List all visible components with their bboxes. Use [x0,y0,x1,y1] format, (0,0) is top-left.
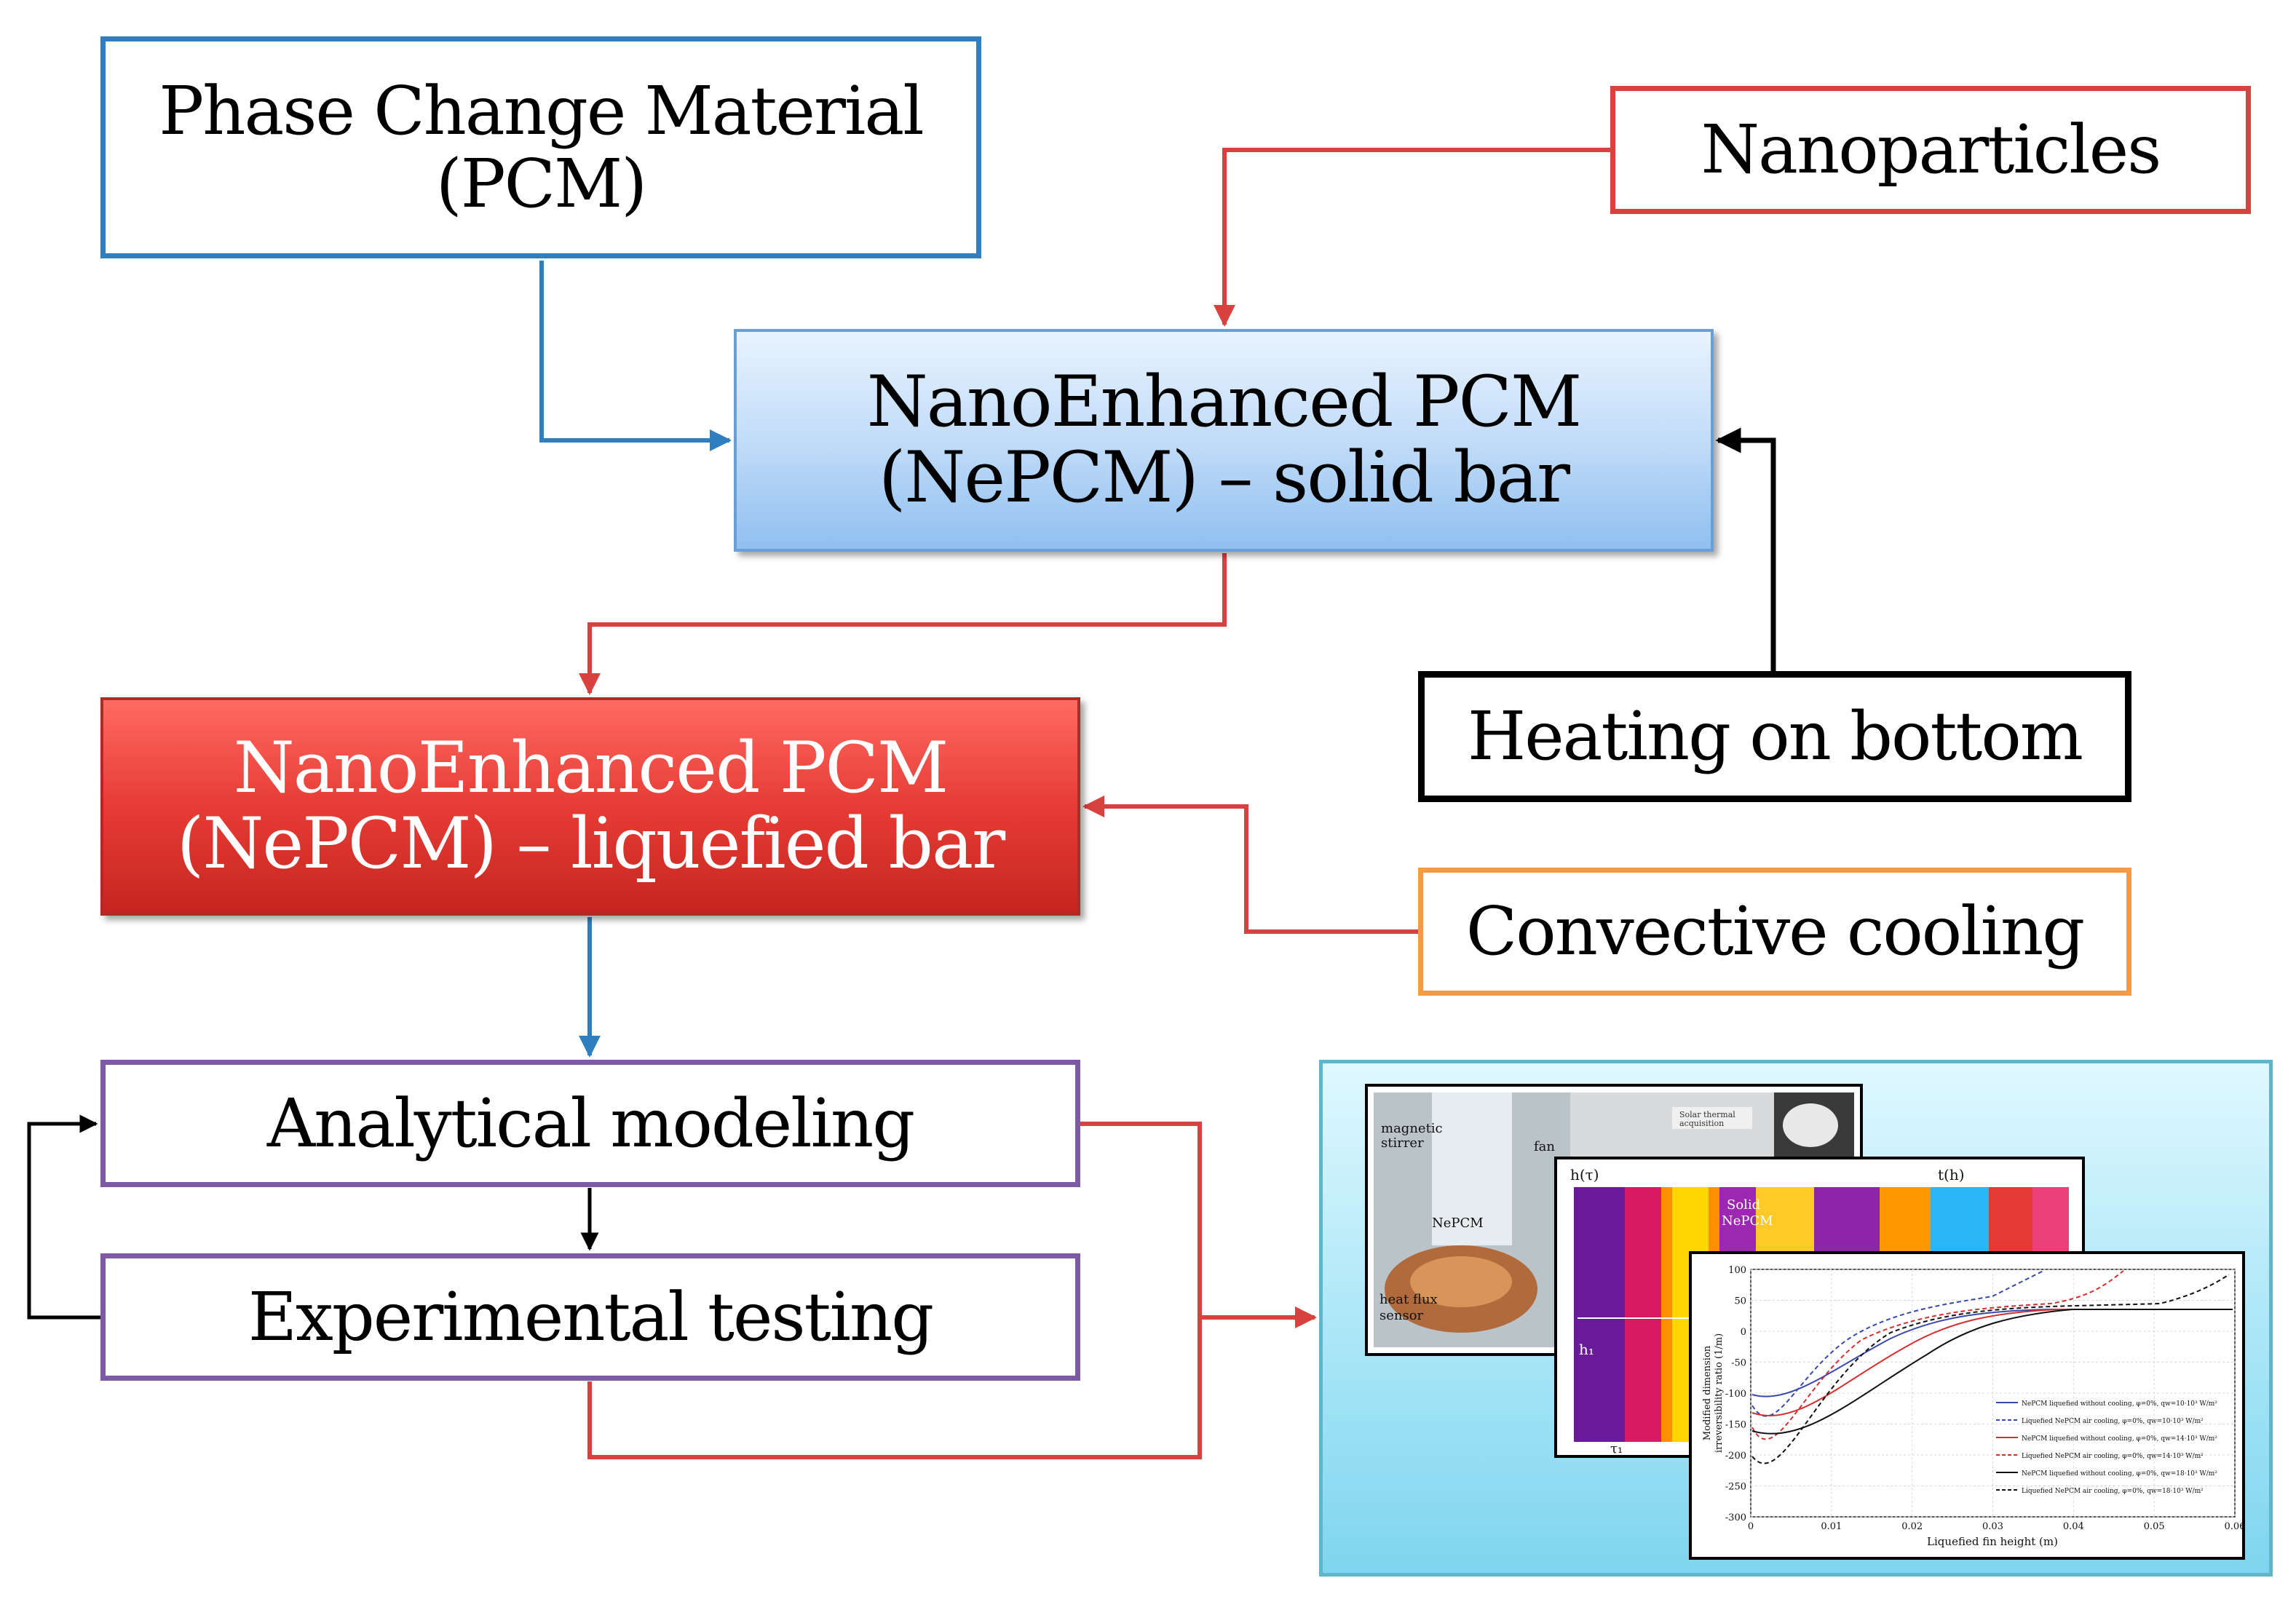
plot-legend-label: NePCM liquefied without cooling, φ=0%, q… [2022,1470,2217,1478]
thermal-label-tau1: τ₁ [1610,1441,1623,1456]
plot-curve [1751,1309,2233,1416]
nanoparticles-box: Nanoparticles [1610,86,2251,214]
plot-y-tick-label: -300 [1725,1512,1746,1523]
arrow-solid-to-liquefied [579,553,1227,695]
arrow-pcm-to-solid [539,261,732,451]
cooling-label: Convective cooling [1465,892,2085,971]
heating-label: Heating on bottom [1467,697,2083,776]
plot-y-tick-label: -100 [1725,1389,1746,1400]
photo-label-fan: fan [1534,1139,1555,1154]
solid-bar-box: NanoEnhanced PCM (NePCM) – solid bar [734,329,1714,552]
arrow-cooling-to-liquefied [1082,796,1418,934]
photo-label-sensor: sensor [1379,1308,1424,1323]
plot-ylabel-line1: Modified dimension [1702,1345,1713,1440]
plot-y-tick-label: 100 [1728,1265,1746,1276]
thermal-label-h-tau: h(τ) [1570,1166,1599,1183]
plot-y-tick-label: 50 [1734,1296,1746,1307]
photo-label-acquisition: acquisition [1679,1119,1724,1128]
experimental-testing-box: Experimental testing [100,1253,1080,1381]
arrow-heating-to-solid [1715,427,1776,671]
liquefied-bar-box: NanoEnhanced PCM (NePCM) – liquefied bar [100,697,1080,916]
plot-y-ticks: 100 50 0 -50 -100 -150 -200 -250 -300 [1725,1265,1746,1523]
plot-curve [1751,1309,2233,1435]
nanoparticles-label: Nanoparticles [1701,111,2162,189]
plot-y-tick-label: 0 [1741,1327,1746,1338]
solid-bar-subtitle: (NePCM) – solid bar [878,437,1570,518]
pcm-title: Phase Change Material [159,72,924,151]
analytical-modeling-label: Analytical modeling [266,1084,915,1162]
plot-x-tick-label: 0.01 [1821,1521,1842,1532]
plot-legend-label: NePCM liquefied without cooling, φ=0%, q… [2022,1400,2217,1408]
plot-x-tick-label: 0.06 [2225,1521,2246,1532]
plot-y-tick-label: -150 [1725,1420,1746,1431]
plot-legend-label: Liquefied NePCM air cooling, φ=0%, qw=18… [2022,1488,2204,1495]
plot-x-ticks: 0 0.01 0.02 0.03 0.04 0.05 0.06 [1748,1521,2246,1532]
pcm-box: Phase Change Material (PCM) [100,36,981,258]
plot-curve [1751,1270,2124,1440]
plot-x-tick-label: 0.03 [1982,1521,2003,1532]
photo-label-stirrer: stirrer [1381,1135,1424,1151]
analytical-modeling-box: Analytical modeling [100,1060,1080,1187]
plot-curve [1751,1270,2044,1417]
plot-y-tick-label: -200 [1725,1451,1746,1462]
thermal-label-h1: h₁ [1579,1341,1594,1358]
plot-curve [1751,1274,2230,1464]
plot-legend-label: Liquefied NePCM air cooling, φ=0%, qw=14… [2022,1453,2204,1460]
plot-x-tick-label: 0.04 [2063,1521,2084,1532]
photo-label-nepcm: NePCM [1432,1216,1484,1231]
plot-xlabel: Liquefied fin height (m) [1927,1535,2058,1548]
plot-legend-label: Liquefied NePCM air cooling, φ=0%, qw=10… [2022,1418,2204,1425]
liquefied-bar-subtitle: (NePCM) – liquefied bar [176,803,1005,884]
thermal-label-solid: Solid [1727,1197,1760,1213]
liquefied-bar-title: NanoEnhanced PCM [233,727,949,809]
plot-legend-label: NePCM liquefied without cooling, φ=0%, q… [2022,1435,2217,1443]
plot-y-tick-label: -50 [1731,1358,1746,1369]
arrow-nanoparticles-to-solid [1214,148,1610,327]
cooling-box: Convective cooling [1418,868,2131,996]
photo-label-solar: Solar thermal [1679,1110,1735,1119]
thermal-label-nepcm: NePCM [1722,1213,1773,1229]
plot-gridlines [1750,1269,2236,1518]
experimental-testing-label: Experimental testing [248,1277,934,1356]
plot-legend: NePCM liquefied without cooling, φ=0%, q… [1996,1400,2217,1495]
plot-curves [1751,1270,2233,1464]
plot-x-tick-label: 0.02 [1901,1521,1923,1532]
plot-ylabel-line2: irreversibility ratio (1/m) [1714,1333,1725,1453]
plot-x-tick-label: 0 [1748,1521,1754,1532]
photo-label-magnetic: magnetic [1381,1121,1443,1136]
results-thumbnails: magnetic stirrer fan NePCM heat flux sen… [1365,1084,2246,1560]
plot-y-tick-label: -250 [1725,1482,1746,1493]
arrow-feedback-loop [27,1114,100,1320]
photo-label-heat-flux: heat flux [1379,1292,1438,1307]
plot-x-tick-label: 0.05 [2144,1521,2165,1532]
pcm-subtitle: (PCM) [435,144,647,223]
solid-bar-title: NanoEnhanced PCM [866,361,1583,443]
connector-analytical-to-results [587,1122,1202,1459]
results-panel: magnetic stirrer fan NePCM heat flux sen… [1319,1060,2273,1577]
thermal-label-t-h: t(h) [1938,1166,1965,1183]
plot-curve [1751,1309,2233,1397]
heating-box: Heating on bottom [1418,671,2131,802]
